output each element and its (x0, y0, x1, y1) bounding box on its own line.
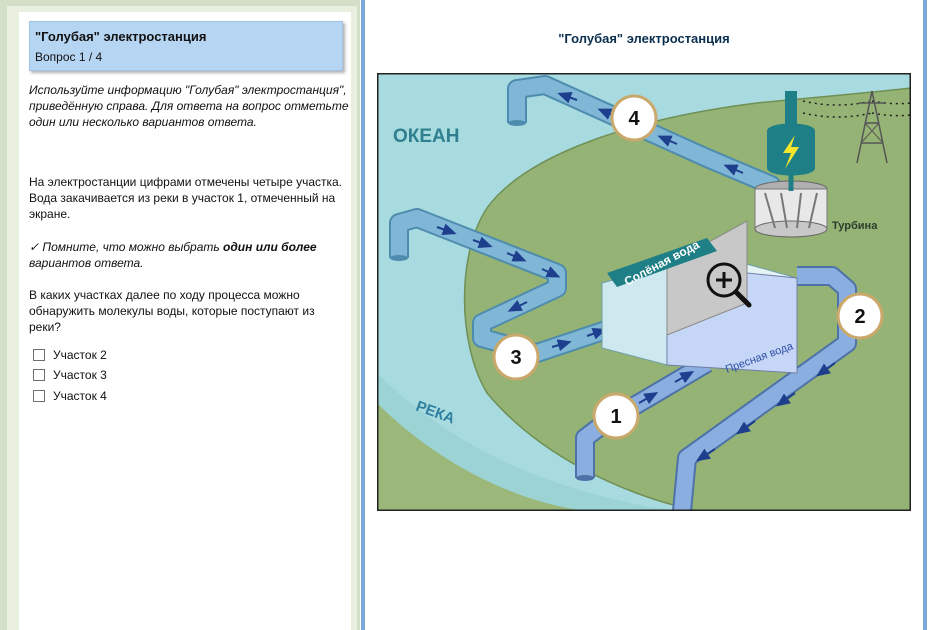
question-text: В каких участках далее по ходу процесса … (29, 288, 315, 334)
check-mark-icon: ✓ (29, 240, 40, 254)
context-text: На электростанции цифрами отмечены четыр… (29, 175, 343, 221)
section-number: 3 (510, 347, 521, 369)
option-checkbox[interactable] (33, 349, 45, 361)
diagram-frame (377, 73, 911, 511)
panel-divider (361, 0, 365, 630)
reminder-after: вариантов ответа. (29, 256, 144, 270)
option-label: Участок 3 (53, 368, 107, 382)
reminder-bold: один или более (223, 240, 317, 254)
section-marker-4[interactable]: 4 (610, 94, 658, 142)
power-plant-diagram: ОКЕАН РЕКА (377, 73, 911, 511)
turbine-label: Турбина (832, 220, 878, 232)
section-marker-2[interactable]: 2 (836, 292, 884, 340)
section-number: 4 (628, 108, 640, 130)
turbine: Турбина (754, 91, 878, 238)
option-label: Участок 4 (53, 389, 107, 403)
option-section-2[interactable]: Участок 2 (33, 347, 107, 363)
reminder-before: Помните, что можно выбрать (42, 240, 220, 254)
option-section-3[interactable]: Участок 3 (33, 367, 107, 383)
right-border (923, 0, 927, 630)
option-checkbox[interactable] (33, 369, 45, 381)
question-header: "Голубая" электростанция Вопрос 1 / 4 (29, 21, 343, 71)
section-marker-1[interactable]: 1 (592, 392, 640, 440)
section-number: 1 (610, 406, 621, 428)
section-marker-3[interactable]: 3 (492, 333, 540, 381)
reminder-text: ✓ Помните, что можно выбрать один или бо… (29, 239, 349, 271)
pipe-section-1 (575, 354, 713, 481)
power-line (802, 100, 911, 118)
section-number: 2 (854, 306, 865, 328)
generator-shaft (785, 91, 797, 131)
option-label: Участок 2 (53, 348, 107, 362)
info-title: "Голубая" электростанция (558, 31, 730, 46)
lightning-icon (783, 135, 799, 169)
zoom-in-icon[interactable] (706, 262, 752, 308)
question-panel: "Голубая" электростанция Вопрос 1 / 4 Ис… (19, 12, 351, 630)
river-bank (377, 403, 587, 511)
instructions-text: Используйте информацию "Голубая" электро… (29, 83, 349, 129)
question-title: "Голубая" электростанция (35, 29, 207, 44)
option-section-4[interactable]: Участок 4 (33, 388, 107, 404)
power-tower-icon (856, 90, 888, 164)
option-checkbox[interactable] (33, 390, 45, 402)
question-progress: Вопрос 1 / 4 (35, 50, 103, 64)
ocean-label: ОКЕАН (393, 126, 460, 147)
